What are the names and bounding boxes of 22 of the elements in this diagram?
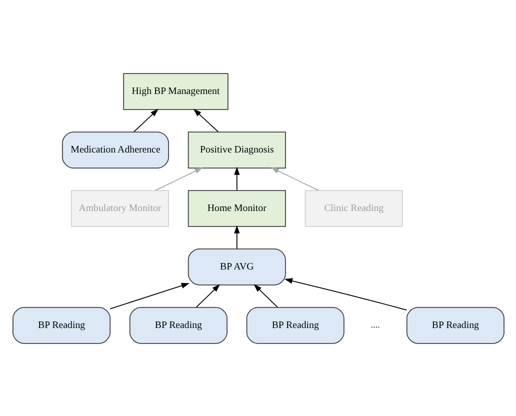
arrow [270, 166, 318, 190]
arrow [154, 166, 202, 190]
node-box: BP AVG [187, 248, 286, 285]
node-box: BP Reading [12, 306, 110, 344]
node-box: Home Monitor [187, 190, 286, 226]
node-box: BP Reading [128, 306, 227, 344]
node-box: BP Reading [246, 306, 344, 344]
arrow [234, 224, 240, 249]
node-box: Clinic Reading [304, 190, 402, 226]
arrow [253, 284, 278, 308]
node-box: Positive Diagnosis [187, 131, 286, 168]
arrow [192, 108, 218, 132]
node-box: High BP Management [122, 72, 228, 110]
arrow [109, 282, 189, 309]
arrow [234, 166, 240, 190]
arrow [195, 284, 220, 308]
node-box: Medication Adherence [61, 131, 169, 168]
arrow [132, 108, 158, 132]
label: .... [370, 319, 380, 330]
arrow [284, 278, 407, 310]
node-box: Ambulatory Monitor [70, 190, 169, 226]
node-box: BP Reading [406, 306, 504, 344]
